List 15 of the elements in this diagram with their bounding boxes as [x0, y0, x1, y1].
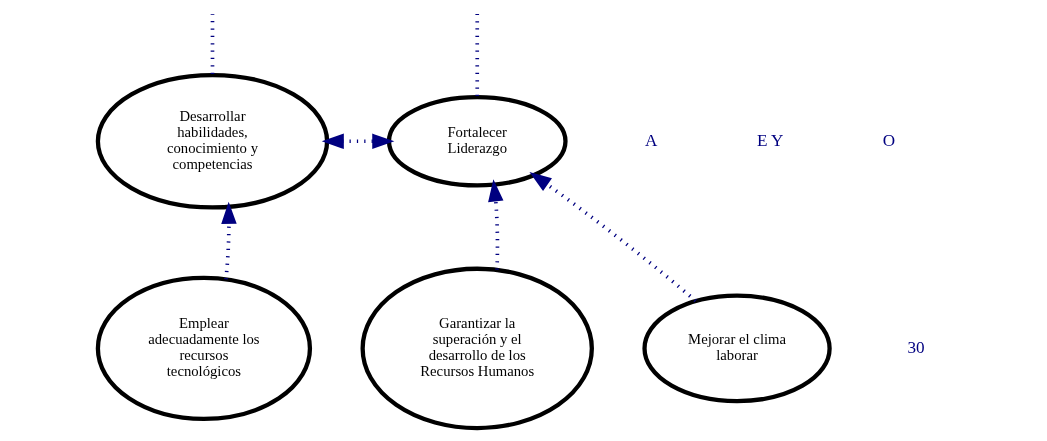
node-ellipse: Emplear adecuadamente los recursos tecnológicos	[95, 275, 313, 422]
node-ellipse: Mejorar el clima laborar	[642, 293, 832, 404]
connector	[475, 13, 480, 98]
node-ellipse: Desarrollar habilidades, conocimiento y competencias	[95, 72, 330, 210]
label: E Y	[756, 130, 784, 150]
label: A	[645, 130, 658, 150]
node-ellipse: Fortalecer Liderazgo	[386, 95, 568, 188]
arrow	[529, 171, 697, 303]
arrow	[221, 201, 237, 280]
connector	[210, 13, 215, 75]
label: O	[882, 130, 896, 150]
arrow	[321, 133, 395, 149]
label: 30	[907, 337, 925, 357]
arrow	[488, 179, 504, 270]
node-ellipse: Garantizar la superación y el desarrollo de los Recursos Humanos	[360, 266, 594, 431]
